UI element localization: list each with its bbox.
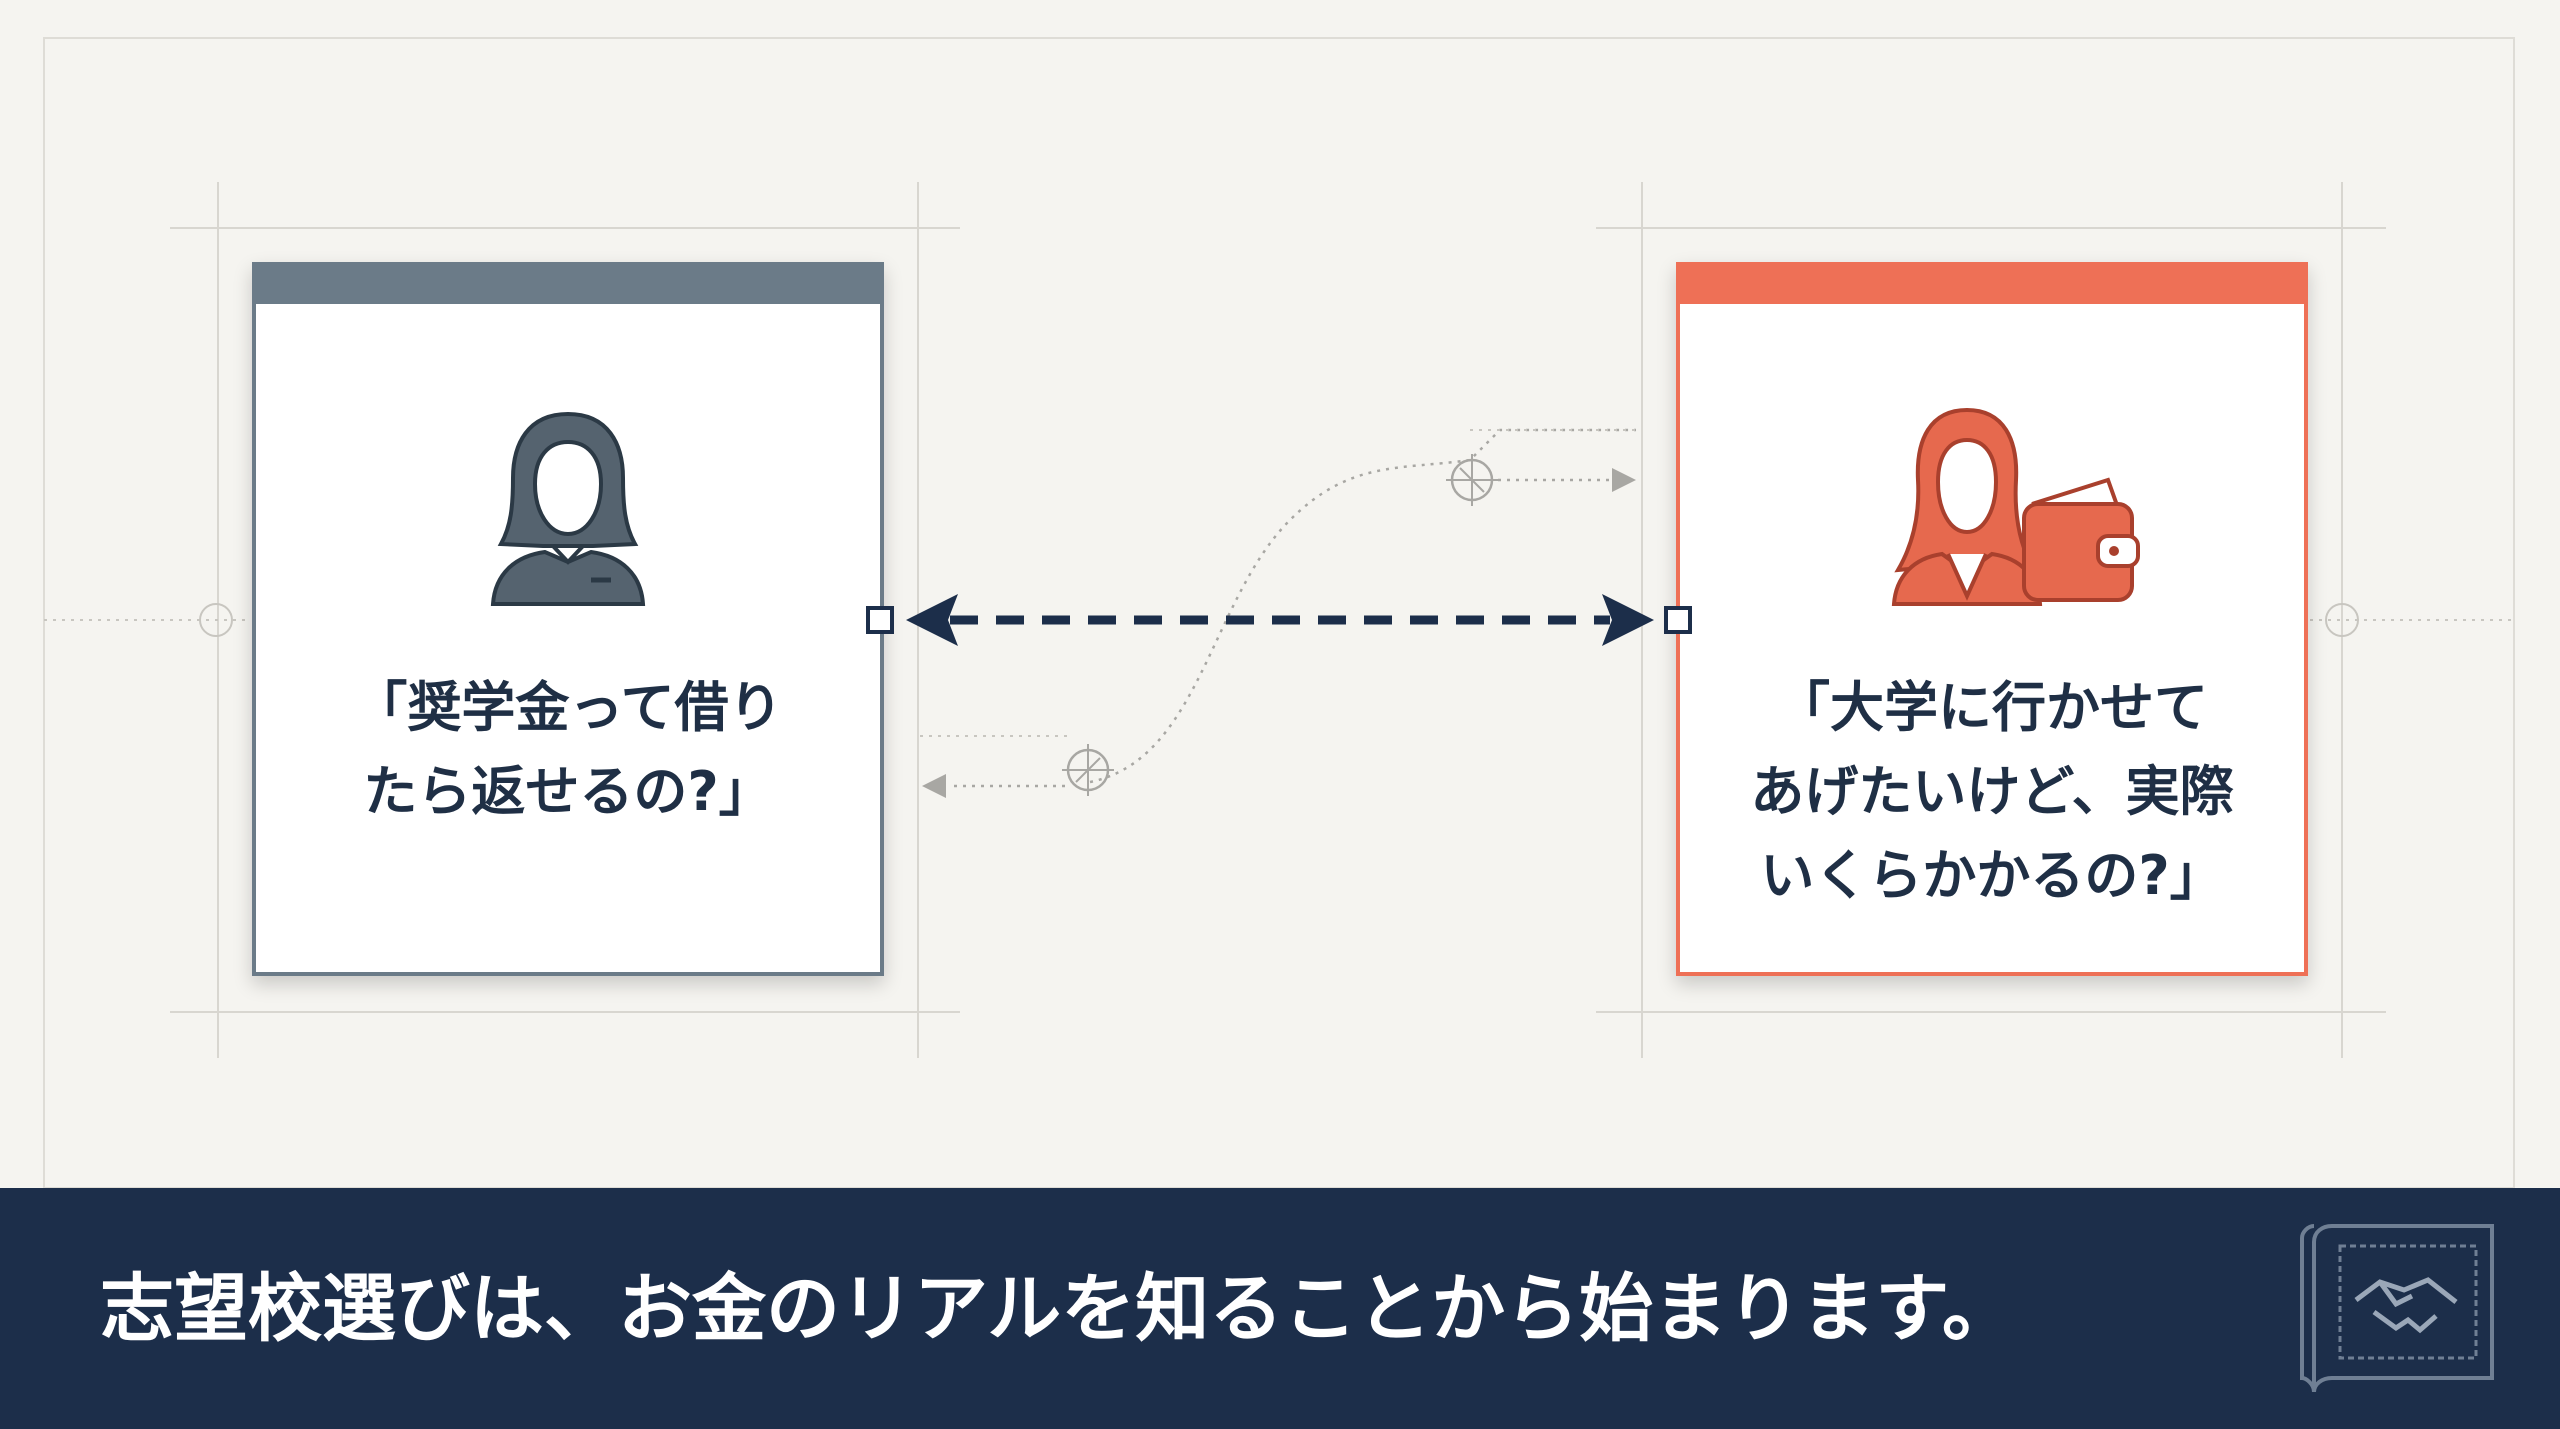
bottom-banner: 志望校選びは、お金のリアルを知ることから始まります。 (0, 1188, 2560, 1429)
quote-line: あげたいけど、実際 (1750, 760, 2234, 823)
crosshair-icon (1446, 454, 1498, 506)
quote-line: いくらかかるの?」 (1760, 844, 2224, 907)
banner-message: 志望校選びは、お金のリアルを知ることから始まります。 (100, 1266, 2016, 1352)
card-header-bar (1680, 266, 2304, 304)
parent-card: 「大学に行かせて あげたいけど、実際 いくらかかるの?」 (1676, 262, 2308, 976)
wallet-icon (2022, 477, 2140, 602)
card-header-bar (256, 266, 880, 304)
handshake-blueprint-icon (2300, 1224, 2494, 1393)
student-card: 「奨学金って借り たら返せるの?」 (252, 262, 884, 976)
crosshair-icon (1062, 744, 1114, 796)
parent-quote: 「大学に行かせて あげたいけど、実際 いくらかかるの?」 (1700, 666, 2284, 918)
parent-with-wallet-icon (1891, 407, 2140, 606)
quote-line: 「大学に行かせて (1776, 676, 2208, 739)
quote-line: たら返せるの?」 (363, 760, 773, 823)
student-quote: 「奨学金って借り たら返せるの?」 (276, 666, 860, 834)
quote-line: 「奨学金って借り (353, 676, 783, 739)
student-avatar-icon (490, 411, 646, 606)
